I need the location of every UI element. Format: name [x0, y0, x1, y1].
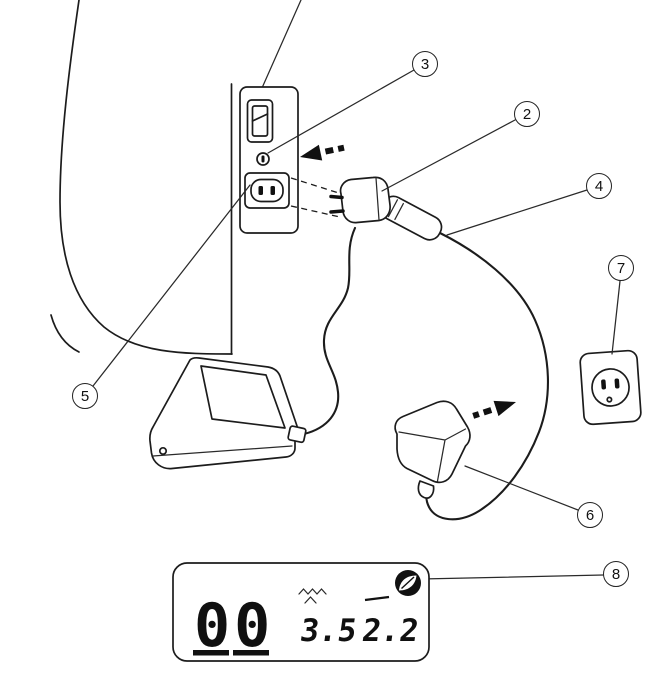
- stitch-length-bar-icon: [364, 595, 390, 602]
- leader-line-7: [611, 280, 621, 355]
- pedal-screw: [158, 446, 168, 456]
- leader-line-4: [446, 189, 588, 236]
- leader-line-2: [381, 119, 516, 192]
- callout-2: 2: [514, 101, 540, 127]
- callout-leader-lines: [92, 69, 621, 580]
- cord-connector: [380, 195, 443, 241]
- wall-outlet: [579, 349, 642, 426]
- callout-4: 4: [586, 173, 612, 199]
- machine-side-panel: [239, 86, 299, 234]
- pattern-number: 00: [194, 591, 274, 661]
- plug-prong: [329, 194, 344, 200]
- leader-line-3: [267, 69, 415, 154]
- pedal-top-plate: [200, 365, 286, 429]
- callout-8: 8: [603, 561, 629, 587]
- sewing-machine-body: [50, 0, 302, 355]
- plug-strain-relief: [417, 480, 435, 499]
- machine-socket: [244, 172, 290, 209]
- stitch-width-value: 3.5: [298, 613, 359, 649]
- lcd-display: 00 3.5 2.2: [172, 562, 430, 662]
- power-switch: [246, 99, 274, 143]
- stitch-width-caret-icon: [304, 596, 317, 604]
- insert-arrow-outlet: [472, 400, 516, 419]
- foot-control-cable: [302, 226, 357, 436]
- leader-line-6: [464, 465, 579, 511]
- insert-arrow-machine: [300, 144, 345, 161]
- zigzag-stitch-icon: [298, 588, 327, 595]
- callout-7: 7: [608, 255, 634, 281]
- stitch-length-value: 2.2: [360, 613, 421, 649]
- pedal-cable-connector: [287, 425, 307, 444]
- machine-plug: [329, 176, 391, 224]
- leader-line-5: [92, 184, 251, 387]
- foot-control-jack: [256, 152, 270, 166]
- power-supply-cord: [425, 231, 550, 521]
- pattern-cursor-underline: [193, 650, 229, 656]
- callout-6: 6: [577, 502, 603, 528]
- pattern-cursor-underline: [233, 650, 269, 656]
- plug-prong: [329, 209, 345, 214]
- foot-controller: [149, 356, 307, 470]
- leader-line-8: [420, 574, 604, 580]
- plug-alignment-guides: [290, 177, 343, 218]
- bobbin-thread-icon: [395, 570, 421, 596]
- wall-plug: [394, 400, 471, 499]
- callout-5: 5: [72, 383, 98, 409]
- leader-line-1: [257, 0, 302, 98]
- callout-3: 3: [412, 51, 438, 77]
